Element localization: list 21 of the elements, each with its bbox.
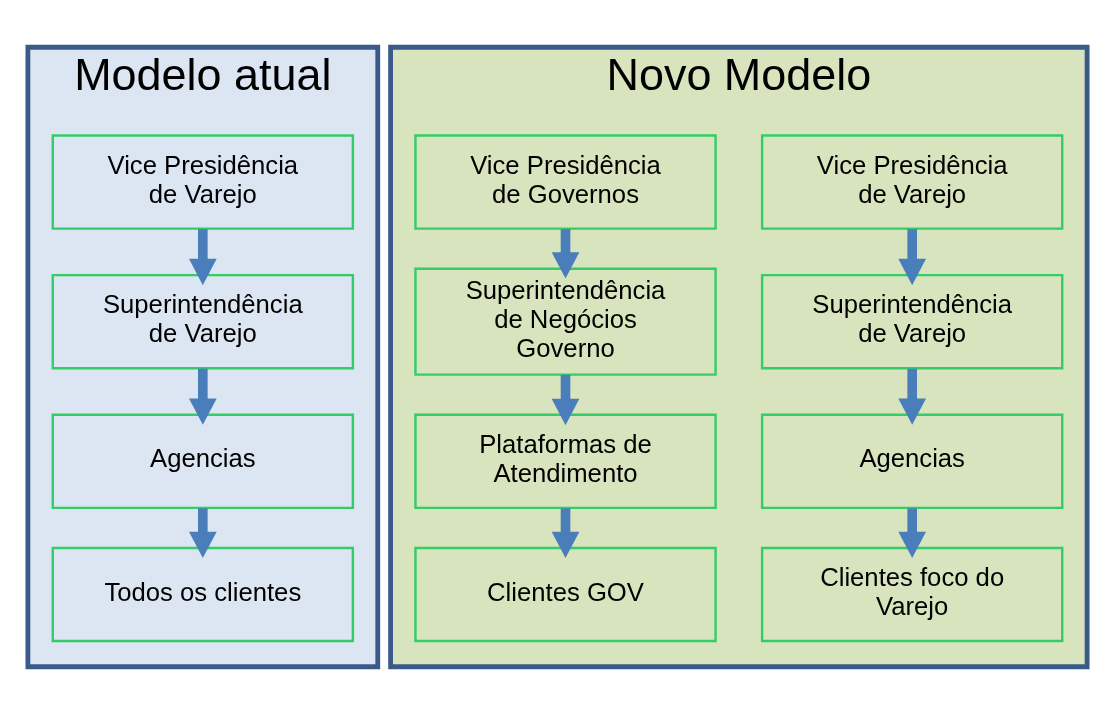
arrow — [551, 508, 580, 559]
node-box: Agencias — [760, 413, 1064, 510]
node-box: Vice Presidência de Governos — [414, 134, 717, 230]
node-box: Todos os clientes — [51, 546, 355, 643]
node-box: Agencias — [51, 413, 355, 510]
arrow — [188, 508, 217, 559]
node-box: Superintendência de Varejo — [51, 273, 355, 370]
node-box: Vice Presidência de Varejo — [760, 134, 1064, 230]
arrow — [551, 374, 580, 426]
node-box: Plataformas de Atendimento — [414, 413, 717, 510]
arrow — [188, 229, 217, 286]
node-box: Superintendência de Varejo — [760, 273, 1064, 370]
arrow — [898, 229, 927, 286]
arrow — [898, 508, 927, 559]
arrow — [188, 368, 217, 425]
arrow — [898, 368, 927, 425]
node-box: Clientes GOV — [414, 546, 717, 643]
arrow — [551, 229, 580, 279]
node-box: Clientes foco do Varejo — [760, 546, 1064, 643]
node-box: Vice Presidência de Varejo — [51, 134, 355, 230]
node-box: Superintendência de Negócios Governo — [414, 267, 717, 376]
